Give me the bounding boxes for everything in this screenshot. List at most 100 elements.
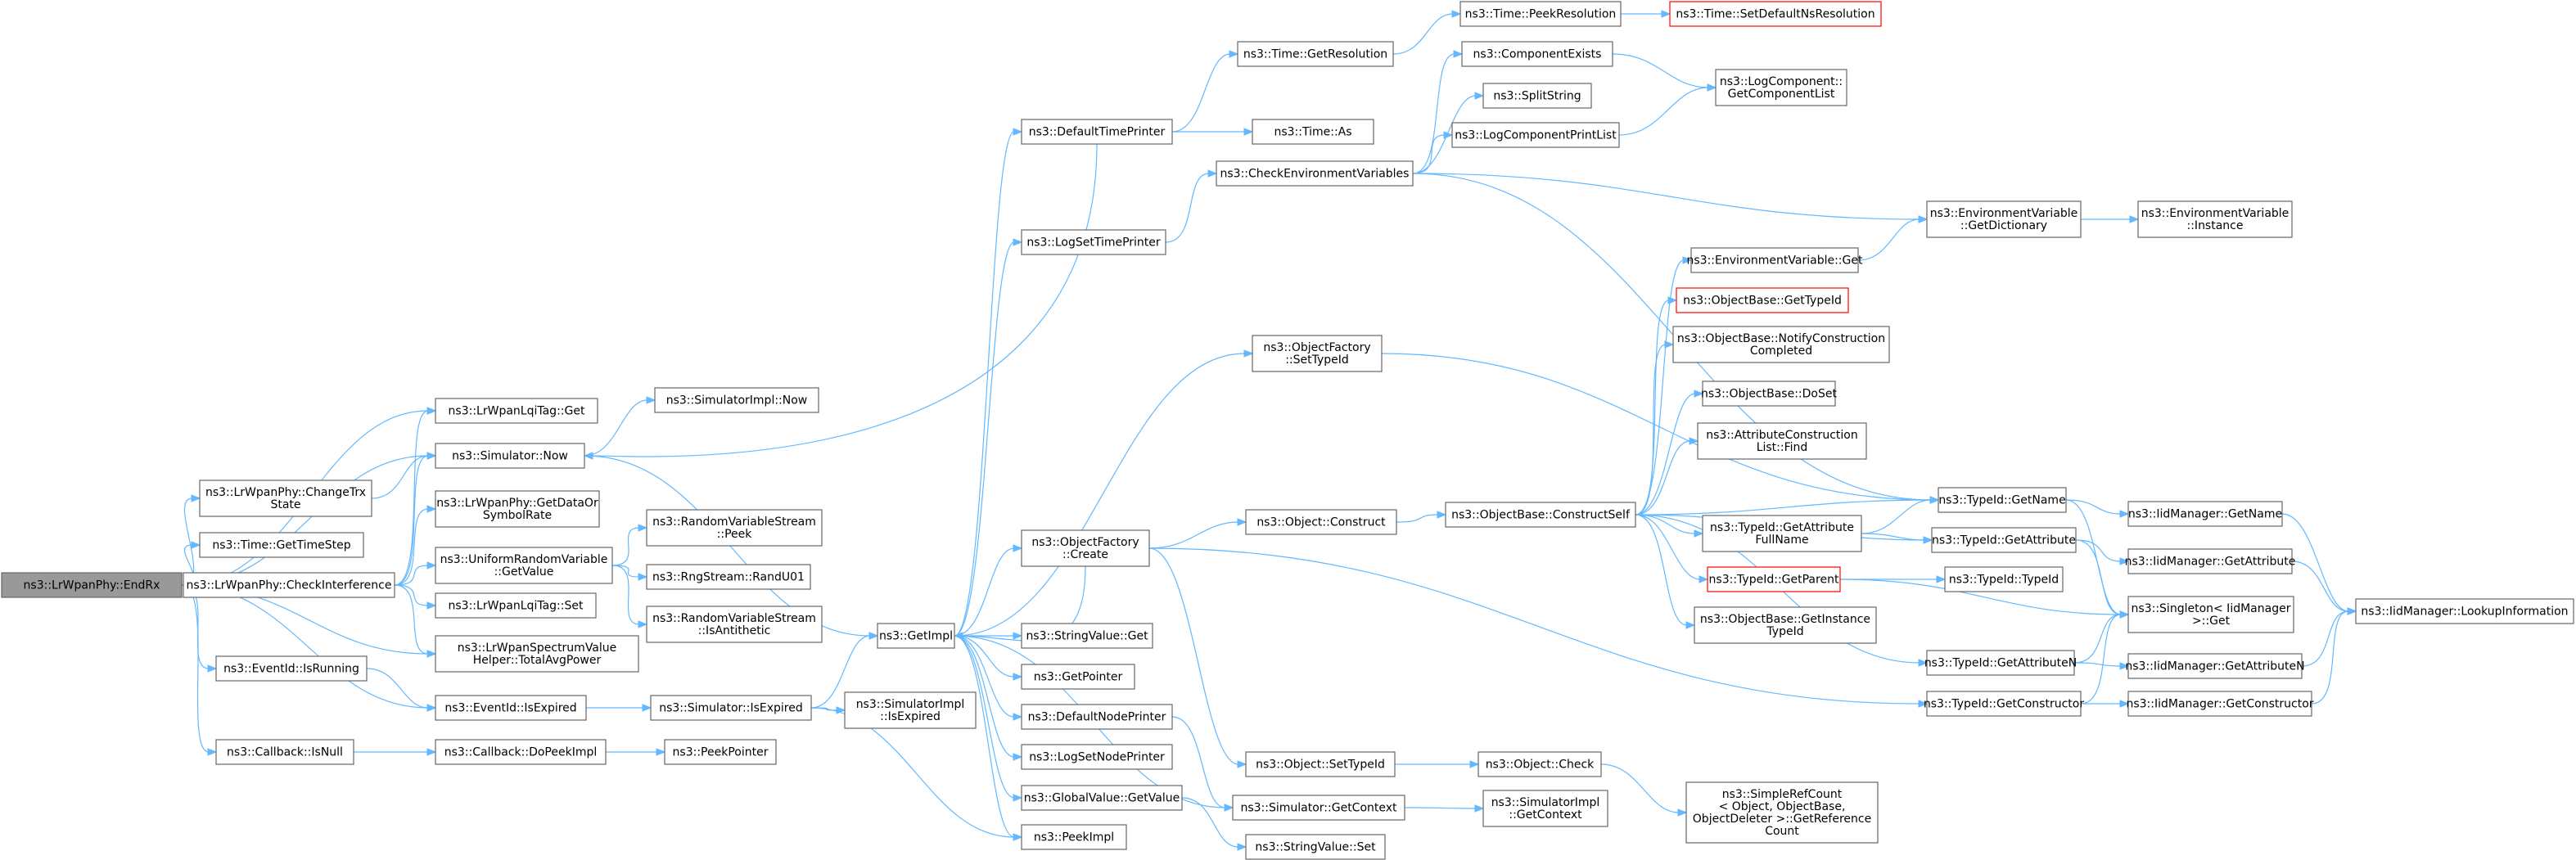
node-simgetctx[interactable]: ns3::Simulator::GetContext	[1232, 795, 1405, 821]
node-getres[interactable]: ns3::Time::GetResolution	[1237, 41, 1394, 67]
node-deftimeprinter[interactable]: ns3::DefaultTimePrinter	[1021, 119, 1173, 145]
node-label-line: ns3::IidManager::GetAttributeN	[2125, 660, 2304, 673]
node-envdict[interactable]: ns3::EnvironmentVariable::GetDictionary	[1926, 200, 2082, 238]
node-envinstance[interactable]: ns3::EnvironmentVariable::Instance	[2137, 200, 2293, 238]
node-lqiget[interactable]: ns3::LrWpanLqiTag::Get	[435, 398, 598, 424]
node-label-line: ns3::TypeId::GetAttribute	[1932, 534, 2076, 547]
node-simnow[interactable]: ns3::Simulator::Now	[435, 443, 585, 469]
node-peekres[interactable]: ns3::Time::PeekResolution	[1459, 1, 1622, 27]
node-lqiset[interactable]: ns3::LrWpanLqiTag::Set	[435, 592, 597, 619]
node-iidgetctor[interactable]: ns3::IidManager::GetConstructor	[2126, 691, 2314, 717]
node-logsetnode[interactable]: ns3::LogSetNodePrinter	[1021, 744, 1173, 770]
node-obgettypeid[interactable]: ns3::ObjectBase::GetTypeId	[1676, 287, 1849, 313]
node-getimpl[interactable]: ns3::GetImpl	[877, 623, 955, 649]
node-checkint[interactable]: ns3::LrWpanPhy::CheckInterference	[183, 572, 395, 598]
node-totalavg[interactable]: ns3::LrWpanSpectrumValueHelper::TotalAvg…	[435, 635, 639, 673]
node-strvalget[interactable]: ns3::StringValue::Get	[1021, 623, 1153, 649]
node-timeas[interactable]: ns3::Time::As	[1252, 119, 1374, 145]
node-obconstructself[interactable]: ns3::ObjectBase::ConstructSelf	[1445, 502, 1636, 528]
node-label-line: ns3::SimulatorImpl::Now	[666, 394, 808, 407]
node-simimplctx[interactable]: ns3::SimulatorImpl::GetContext	[1482, 790, 1608, 827]
node-simexpired[interactable]: ns3::Simulator::IsExpired	[650, 695, 812, 721]
edge-getres-to-peekres	[1392, 13, 1454, 55]
node-tidgetname[interactable]: ns3::TypeId::GetName	[1938, 487, 2067, 513]
node-randu01[interactable]: ns3::RngStream::RandU01	[646, 564, 811, 590]
node-logsettime[interactable]: ns3::LogSetTimePrinter	[1021, 229, 1166, 255]
node-tidgetctor[interactable]: ns3::TypeId::GetConstructor	[1924, 691, 2084, 717]
node-box	[650, 695, 812, 721]
edge-envget-to-envdict	[1857, 218, 1920, 261]
node-ofsettype[interactable]: ns3::ObjectFactory::SetTypeId	[1252, 335, 1383, 372]
node-splitstring[interactable]: ns3::SplitString	[1482, 83, 1592, 109]
node-obnotify[interactable]: ns3::ObjectBase::NotifyConstructionCompl…	[1672, 326, 1890, 363]
arrowhead-simgetctx-to-simimplctx	[1474, 804, 1485, 813]
node-label-line: ns3::LrWpanPhy::ChangeTrx	[205, 486, 366, 499]
node-defnodeprinter[interactable]: ns3::DefaultNodePrinter	[1021, 704, 1173, 730]
node-endrx[interactable]: ns3::LrWpanPhy::EndRx	[1, 572, 183, 598]
node-evrunning[interactable]: ns3::EventId::IsRunning	[215, 655, 368, 682]
node-evexpired[interactable]: ns3::EventId::IsExpired	[435, 695, 587, 721]
node-compexists[interactable]: ns3::ComponentExists	[1461, 41, 1613, 67]
arrowhead-obconstructself-to-acfind	[1689, 437, 1699, 445]
node-label-line: ns3::AttributeConstruction	[1706, 429, 1857, 442]
node-label-line: ns3::CheckEnvironmentVariables	[1220, 168, 1410, 181]
arrowhead-getimpl-to-peekimpl	[1013, 833, 1023, 841]
node-label-line: ns3::LogComponentPrintList	[1455, 129, 1617, 142]
node-label-line: ns3::Callback::IsNull	[227, 746, 343, 759]
node-box	[1451, 122, 1620, 148]
node-iidgetattrn[interactable]: ns3::IidManager::GetAttributeN	[2125, 653, 2305, 679]
node-dopeek[interactable]: ns3::Callback::DoPeekImpl	[435, 739, 607, 765]
node-obdoset[interactable]: ns3::ObjectBase::DoSet	[1701, 380, 1837, 407]
arrowhead-obconstructself-to-obnotify	[1664, 340, 1675, 349]
node-ofcreate[interactable]: ns3::ObjectFactory::Create	[1021, 529, 1150, 567]
node-iidlookup[interactable]: ns3::IidManager::LookupInformation	[2355, 598, 2574, 624]
node-box	[1237, 41, 1394, 67]
node-envget[interactable]: ns3::EnvironmentVariable::Get	[1687, 247, 1863, 273]
node-box	[2127, 596, 2294, 633]
node-strvalset[interactable]: ns3::StringValue::Set	[1245, 834, 1386, 860]
node-gvget[interactable]: ns3::GlobalValue::GetValue	[1021, 785, 1183, 811]
node-simimplnow[interactable]: ns3::SimulatorImpl::Now	[654, 387, 819, 413]
node-label-line: ns3::ObjectBase::NotifyConstruction	[1677, 332, 1885, 345]
node-singletonget[interactable]: ns3::Singleton< IidManager>::Get	[2127, 596, 2294, 633]
node-label-line: ns3::LrWpanLqiTag::Set	[449, 600, 584, 613]
node-setdefres[interactable]: ns3::Time::SetDefaultNsResolution	[1669, 1, 1882, 27]
node-tidgetattrn[interactable]: ns3::TypeId::GetAttributeN	[1924, 650, 2077, 676]
node-label-line: ns3::GetImpl	[879, 630, 953, 643]
node-label-line: ns3::ObjectBase::GetTypeId	[1683, 295, 1842, 308]
arrowhead-envget-to-envdict	[1918, 215, 1929, 223]
node-iidgetname[interactable]: ns3::IidManager::GetName	[2127, 501, 2283, 527]
node-peekimpl[interactable]: ns3::PeekImpl	[1021, 824, 1127, 850]
arrowhead-tidgetctor-to-singletonget	[2119, 610, 2130, 619]
node-cbisnull[interactable]: ns3::Callback::IsNull	[215, 739, 354, 765]
node-getpointer[interactable]: ns3::GetPointer	[1021, 664, 1135, 690]
node-iidgetattr[interactable]: ns3::IidManager::GetAttribute	[2125, 548, 2296, 574]
node-getcomplist[interactable]: ns3::LogComponent::GetComponentList	[1715, 69, 1847, 106]
node-logcompprint[interactable]: ns3::LogComponentPrintList	[1451, 122, 1620, 148]
edge-tidgetattrn-to-iidgetattrn	[2073, 662, 2122, 667]
node-checkenv[interactable]: ns3::CheckEnvironmentVariables	[1216, 160, 1414, 187]
node-box	[1944, 566, 2064, 592]
arrowhead-logcompprint-to-getcomplist	[1707, 83, 1717, 92]
node-peekpointer[interactable]: ns3::PeekPointer	[664, 739, 777, 765]
node-box	[1926, 650, 2075, 676]
node-objcheck[interactable]: ns3::Object::Check	[1477, 751, 1602, 777]
node-tidtypeid[interactable]: ns3::TypeId::TypeId	[1944, 566, 2064, 592]
node-objsettype[interactable]: ns3::Object::SetTypeId	[1245, 751, 1396, 777]
arrowhead-getres-to-peekres	[1451, 10, 1462, 18]
node-urvget[interactable]: ns3::UniformRandomVariable::GetValue	[435, 547, 613, 584]
node-simimplexp[interactable]: ns3::SimulatorImpl::IsExpired	[844, 691, 977, 729]
node-isanti[interactable]: ns3::RandomVariableStream::IsAntithetic	[646, 606, 823, 643]
node-tidgetparent[interactable]: ns3::TypeId::GetParent	[1707, 566, 1841, 592]
node-objconstruct[interactable]: ns3::Object::Construct	[1245, 509, 1397, 535]
node-rvspeek[interactable]: ns3::RandomVariableStream::Peek	[646, 509, 823, 547]
node-simplerefcount[interactable]: ns3::SimpleRefCount< Object, ObjectBase,…	[1685, 781, 1879, 844]
node-tidgetattr[interactable]: ns3::TypeId::GetAttribute	[1931, 527, 2077, 553]
edge-checkenv-to-compexists	[1412, 53, 1455, 174]
node-gettimestep[interactable]: ns3::Time::GetTimeStep	[199, 532, 364, 558]
